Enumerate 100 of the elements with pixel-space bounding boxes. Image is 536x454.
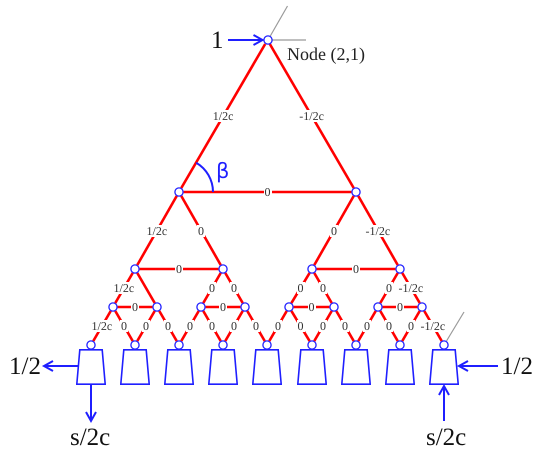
angle-label: β: [216, 160, 230, 182]
edge-label: 1/2c: [212, 110, 234, 122]
edge-label: 0: [175, 263, 183, 275]
edge-label: 0: [120, 320, 128, 332]
joint-node: [284, 302, 294, 312]
truss-member: [114, 310, 134, 342]
truss-member: [313, 272, 333, 304]
edge-label: 0: [208, 282, 216, 294]
joint-node: [196, 302, 206, 312]
edge-label: 1/2c: [146, 224, 168, 236]
truss-member: [313, 195, 355, 266]
joint-node: [395, 340, 405, 350]
force-label: 1/2: [9, 354, 41, 378]
joint-node: [262, 340, 272, 350]
support-block: [341, 348, 371, 384]
truss-member: [180, 195, 222, 266]
edge-label: 0: [352, 263, 360, 275]
edge-label: 0: [230, 320, 238, 332]
edge-label: 0: [385, 320, 393, 332]
force-label: s/2c: [70, 424, 110, 450]
joint-node: [152, 302, 162, 312]
edge-label: 0: [131, 301, 139, 313]
truss-member: [140, 268, 218, 270]
truss-member: [401, 310, 421, 342]
edge-label: -1/2c: [398, 282, 424, 294]
edge-label: 0: [296, 320, 304, 332]
truss-member: [357, 310, 377, 342]
joint-node: [417, 302, 427, 312]
joint-node: [218, 264, 228, 274]
joint-node: [86, 340, 96, 350]
support-block: [164, 348, 194, 384]
joint-node: [329, 302, 339, 312]
support-block: [297, 348, 327, 384]
edge-label: 0: [396, 301, 404, 313]
joint-node: [240, 302, 250, 312]
truss-member: [224, 272, 244, 304]
joint-node: [108, 302, 118, 312]
truss-member: [313, 310, 333, 342]
edge-label: 0: [264, 186, 272, 198]
truss-member: [180, 43, 266, 189]
truss-member: [294, 306, 330, 308]
joint-node: [262, 35, 272, 45]
truss-member: [202, 310, 222, 342]
truss-member: [118, 306, 152, 308]
joint-node: [130, 264, 140, 274]
edge-label: 0: [407, 320, 415, 332]
joint-node: [130, 340, 140, 350]
truss-member: [268, 43, 355, 189]
joint-node: [351, 340, 361, 350]
edge-label: 0: [252, 320, 260, 332]
edge-label: 0: [296, 282, 304, 294]
edge-label: 0: [308, 301, 316, 313]
truss-member: [184, 190, 352, 194]
edge-label: 0: [230, 282, 238, 294]
joint-node: [351, 187, 361, 197]
truss-member: [180, 310, 200, 342]
edge-label: 0: [219, 301, 227, 313]
edge-label: 0: [208, 320, 216, 332]
edge-label: -1/2c: [298, 110, 325, 122]
edge-label: 0: [385, 282, 393, 294]
joint-node: [307, 340, 317, 350]
truss-member: [246, 310, 266, 342]
edge-label: 0: [319, 320, 327, 332]
support-block: [252, 348, 282, 384]
support-block: [76, 348, 106, 384]
truss-member: [136, 310, 156, 342]
joint-node: [373, 302, 383, 312]
edge-label: -1/2c: [364, 224, 392, 236]
truss-member: [224, 310, 244, 342]
truss-member: [379, 272, 399, 304]
joint-node: [439, 340, 449, 350]
edge-label: 0: [164, 320, 172, 332]
support-block: [208, 348, 238, 384]
edge-label: 0: [197, 224, 205, 236]
edge-label: 0: [274, 320, 282, 332]
truss-member: [136, 195, 178, 266]
truss-member: [268, 310, 288, 342]
annotation-label: Node (2,1): [287, 45, 365, 63]
edge-label: 0: [319, 282, 327, 294]
truss-member: [136, 272, 156, 304]
truss-member: [290, 310, 311, 342]
truss-member: [335, 310, 355, 342]
truss-member: [202, 272, 222, 304]
truss-member: [114, 272, 134, 304]
force-label: 1/2: [501, 354, 533, 378]
truss-member: [158, 310, 178, 342]
joint-node: [307, 264, 317, 274]
joint-node: [174, 340, 184, 350]
edge-label: 0: [341, 320, 349, 332]
joint-node: [174, 187, 184, 197]
joint-node: [395, 264, 405, 274]
support-block: [385, 348, 415, 384]
edge-label: 0: [186, 320, 194, 332]
edge-label: 1/2c: [112, 282, 136, 294]
truss-member: [206, 306, 240, 308]
edge-label: 0: [142, 320, 150, 332]
truss-member: [379, 310, 399, 342]
force-label: s/2c: [426, 424, 466, 450]
truss-member: [316, 268, 396, 270]
support-block: [120, 348, 150, 384]
